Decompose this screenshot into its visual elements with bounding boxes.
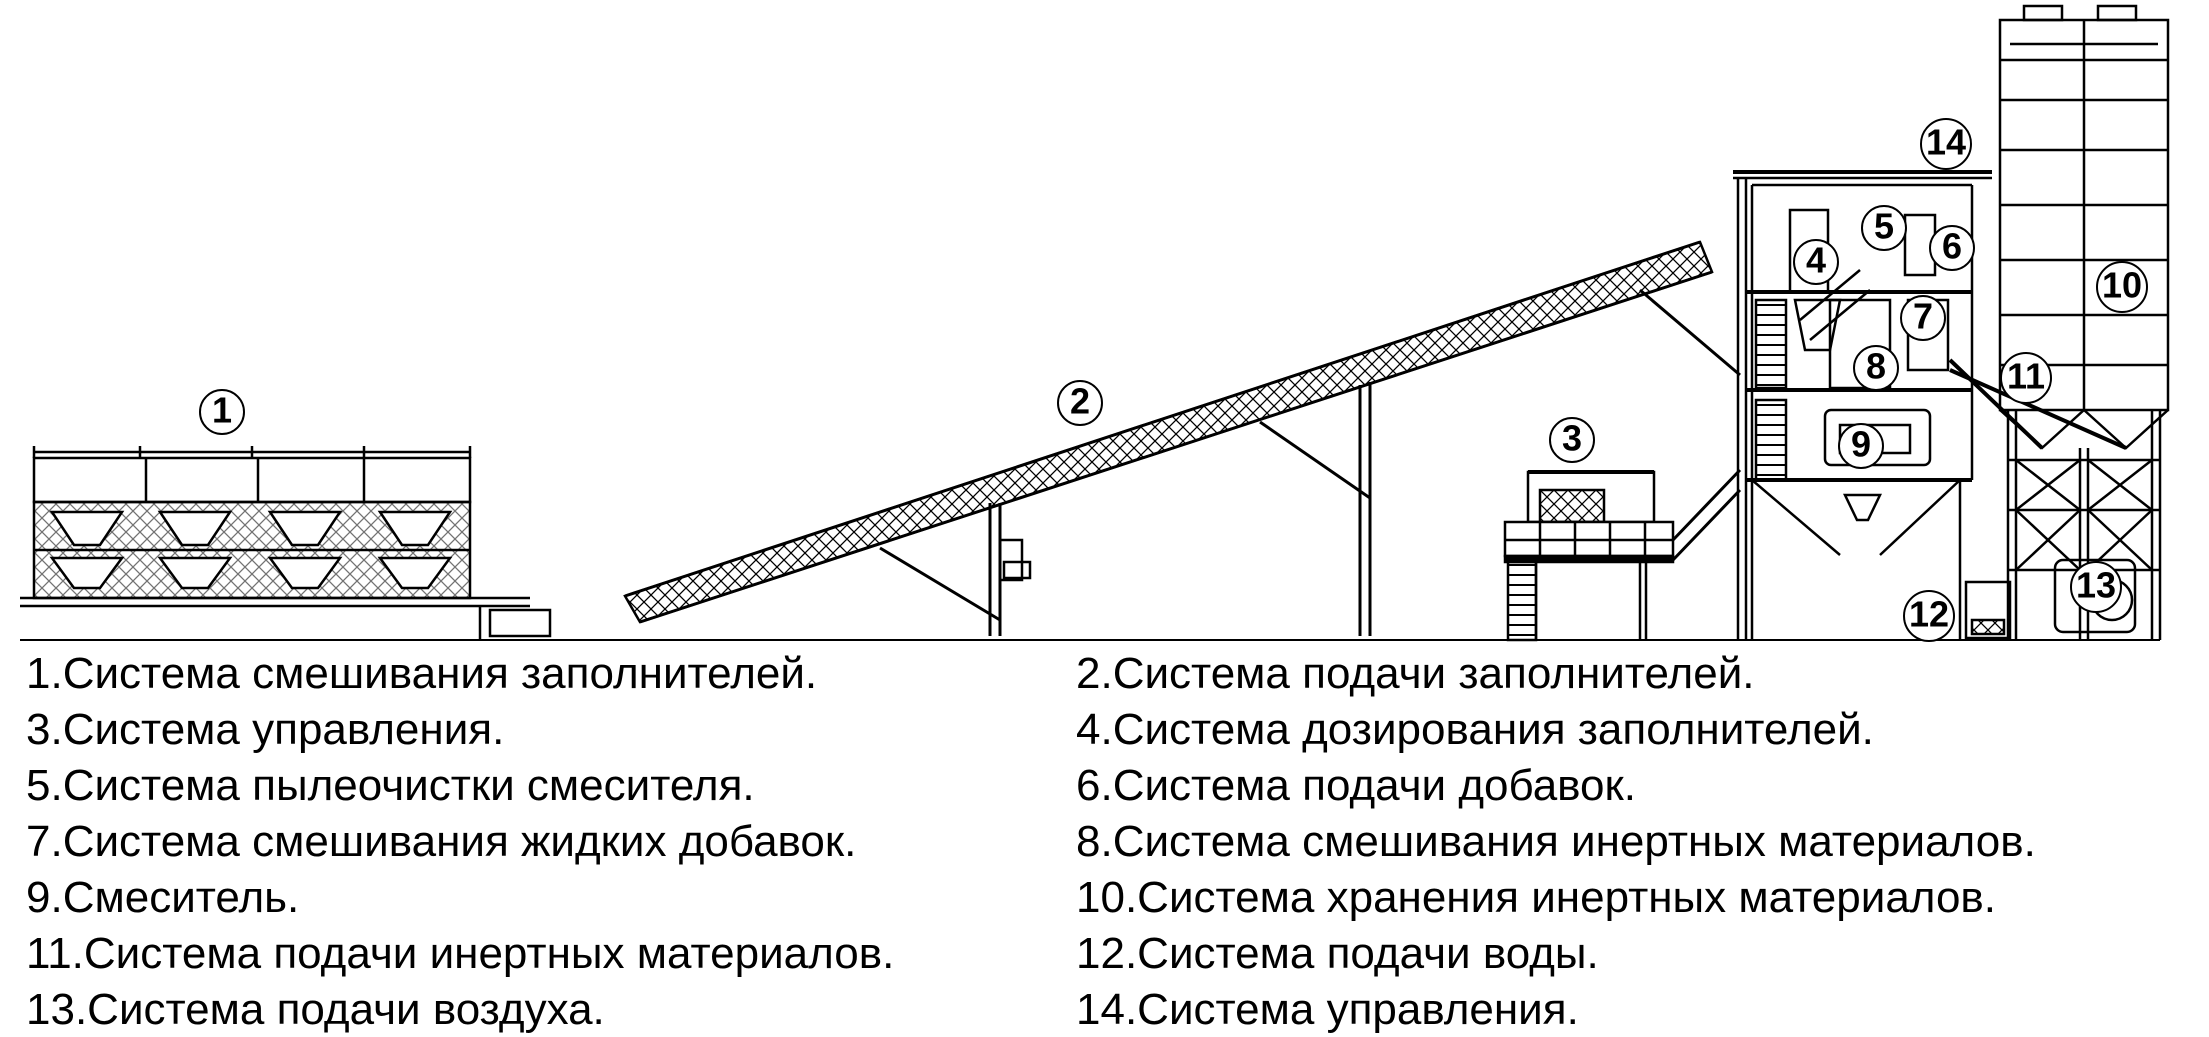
callout-label: 4 (1806, 240, 1826, 281)
legend-item-3: 3.Система управления. (26, 705, 505, 754)
callout-12: 12 (1903, 590, 1955, 642)
callout-label: 1 (212, 390, 232, 431)
callout-13: 13 (2070, 561, 2122, 613)
legend-item-12: 12.Система подачи воды. (1076, 929, 1599, 978)
callout-2: 2 (1057, 380, 1103, 426)
callout-1: 1 (199, 389, 245, 435)
callout-label: 12 (1909, 594, 1949, 635)
legend-item-14: 14.Система управления. (1076, 985, 1579, 1034)
water-unit (1964, 580, 2012, 640)
legend-item-8: 8.Система смешивания инертных материалов… (1076, 817, 2036, 866)
callout-9: 9 (1838, 423, 1884, 469)
legend-item-9: 9.Смеситель. (26, 873, 300, 922)
callout-label: 2 (1070, 381, 1090, 422)
callout-label: 3 (1562, 418, 1582, 459)
callout-label: 11 (2007, 356, 2045, 397)
legend-item-13: 13.Система подачи воздуха. (26, 985, 605, 1034)
belt-conveyor (623, 240, 1741, 636)
callout-label: 10 (2102, 265, 2142, 306)
silos (1948, 4, 2170, 640)
callout-label: 5 (1874, 206, 1894, 247)
callout-5: 5 (1861, 205, 1907, 251)
legend-item-7: 7.Система смешивания жидких добавок. (26, 817, 857, 866)
legend-item-6: 6.Система подачи добавок. (1076, 761, 1636, 810)
callout-label: 8 (1866, 346, 1886, 387)
control-room (1503, 470, 1675, 642)
callout-3: 3 (1549, 417, 1595, 463)
callout-label: 14 (1926, 122, 1966, 163)
callout-4: 4 (1793, 239, 1839, 285)
callout-label: 6 (1942, 226, 1962, 267)
callout-11: 11 (2000, 352, 2052, 404)
callout-8: 8 (1853, 345, 1899, 391)
callout-label: 7 (1913, 296, 1933, 337)
legend-item-11: 11.Система подачи инертных материалов. (26, 929, 895, 978)
callout-7: 7 (1900, 295, 1946, 341)
legend-item-4: 4.Система дозирования заполнителей. (1076, 705, 1874, 754)
aggregate-bins (20, 446, 552, 640)
callout-6: 6 (1929, 225, 1975, 271)
callout-14: 14 (1920, 118, 1972, 170)
callout-label: 9 (1851, 424, 1871, 465)
concrete-plant-diagram: 1 2 3 4 5 6 7 8 9 10 11 12 (20, 4, 2170, 642)
callout-10: 10 (2096, 261, 2148, 313)
legend-item-10: 10.Система хранения инертных материалов. (1076, 873, 1997, 922)
legend-item-5: 5.Система пылеочистки смесителя. (26, 761, 755, 810)
callout-label: 13 (2076, 565, 2116, 606)
mixing-tower (1671, 170, 1992, 640)
